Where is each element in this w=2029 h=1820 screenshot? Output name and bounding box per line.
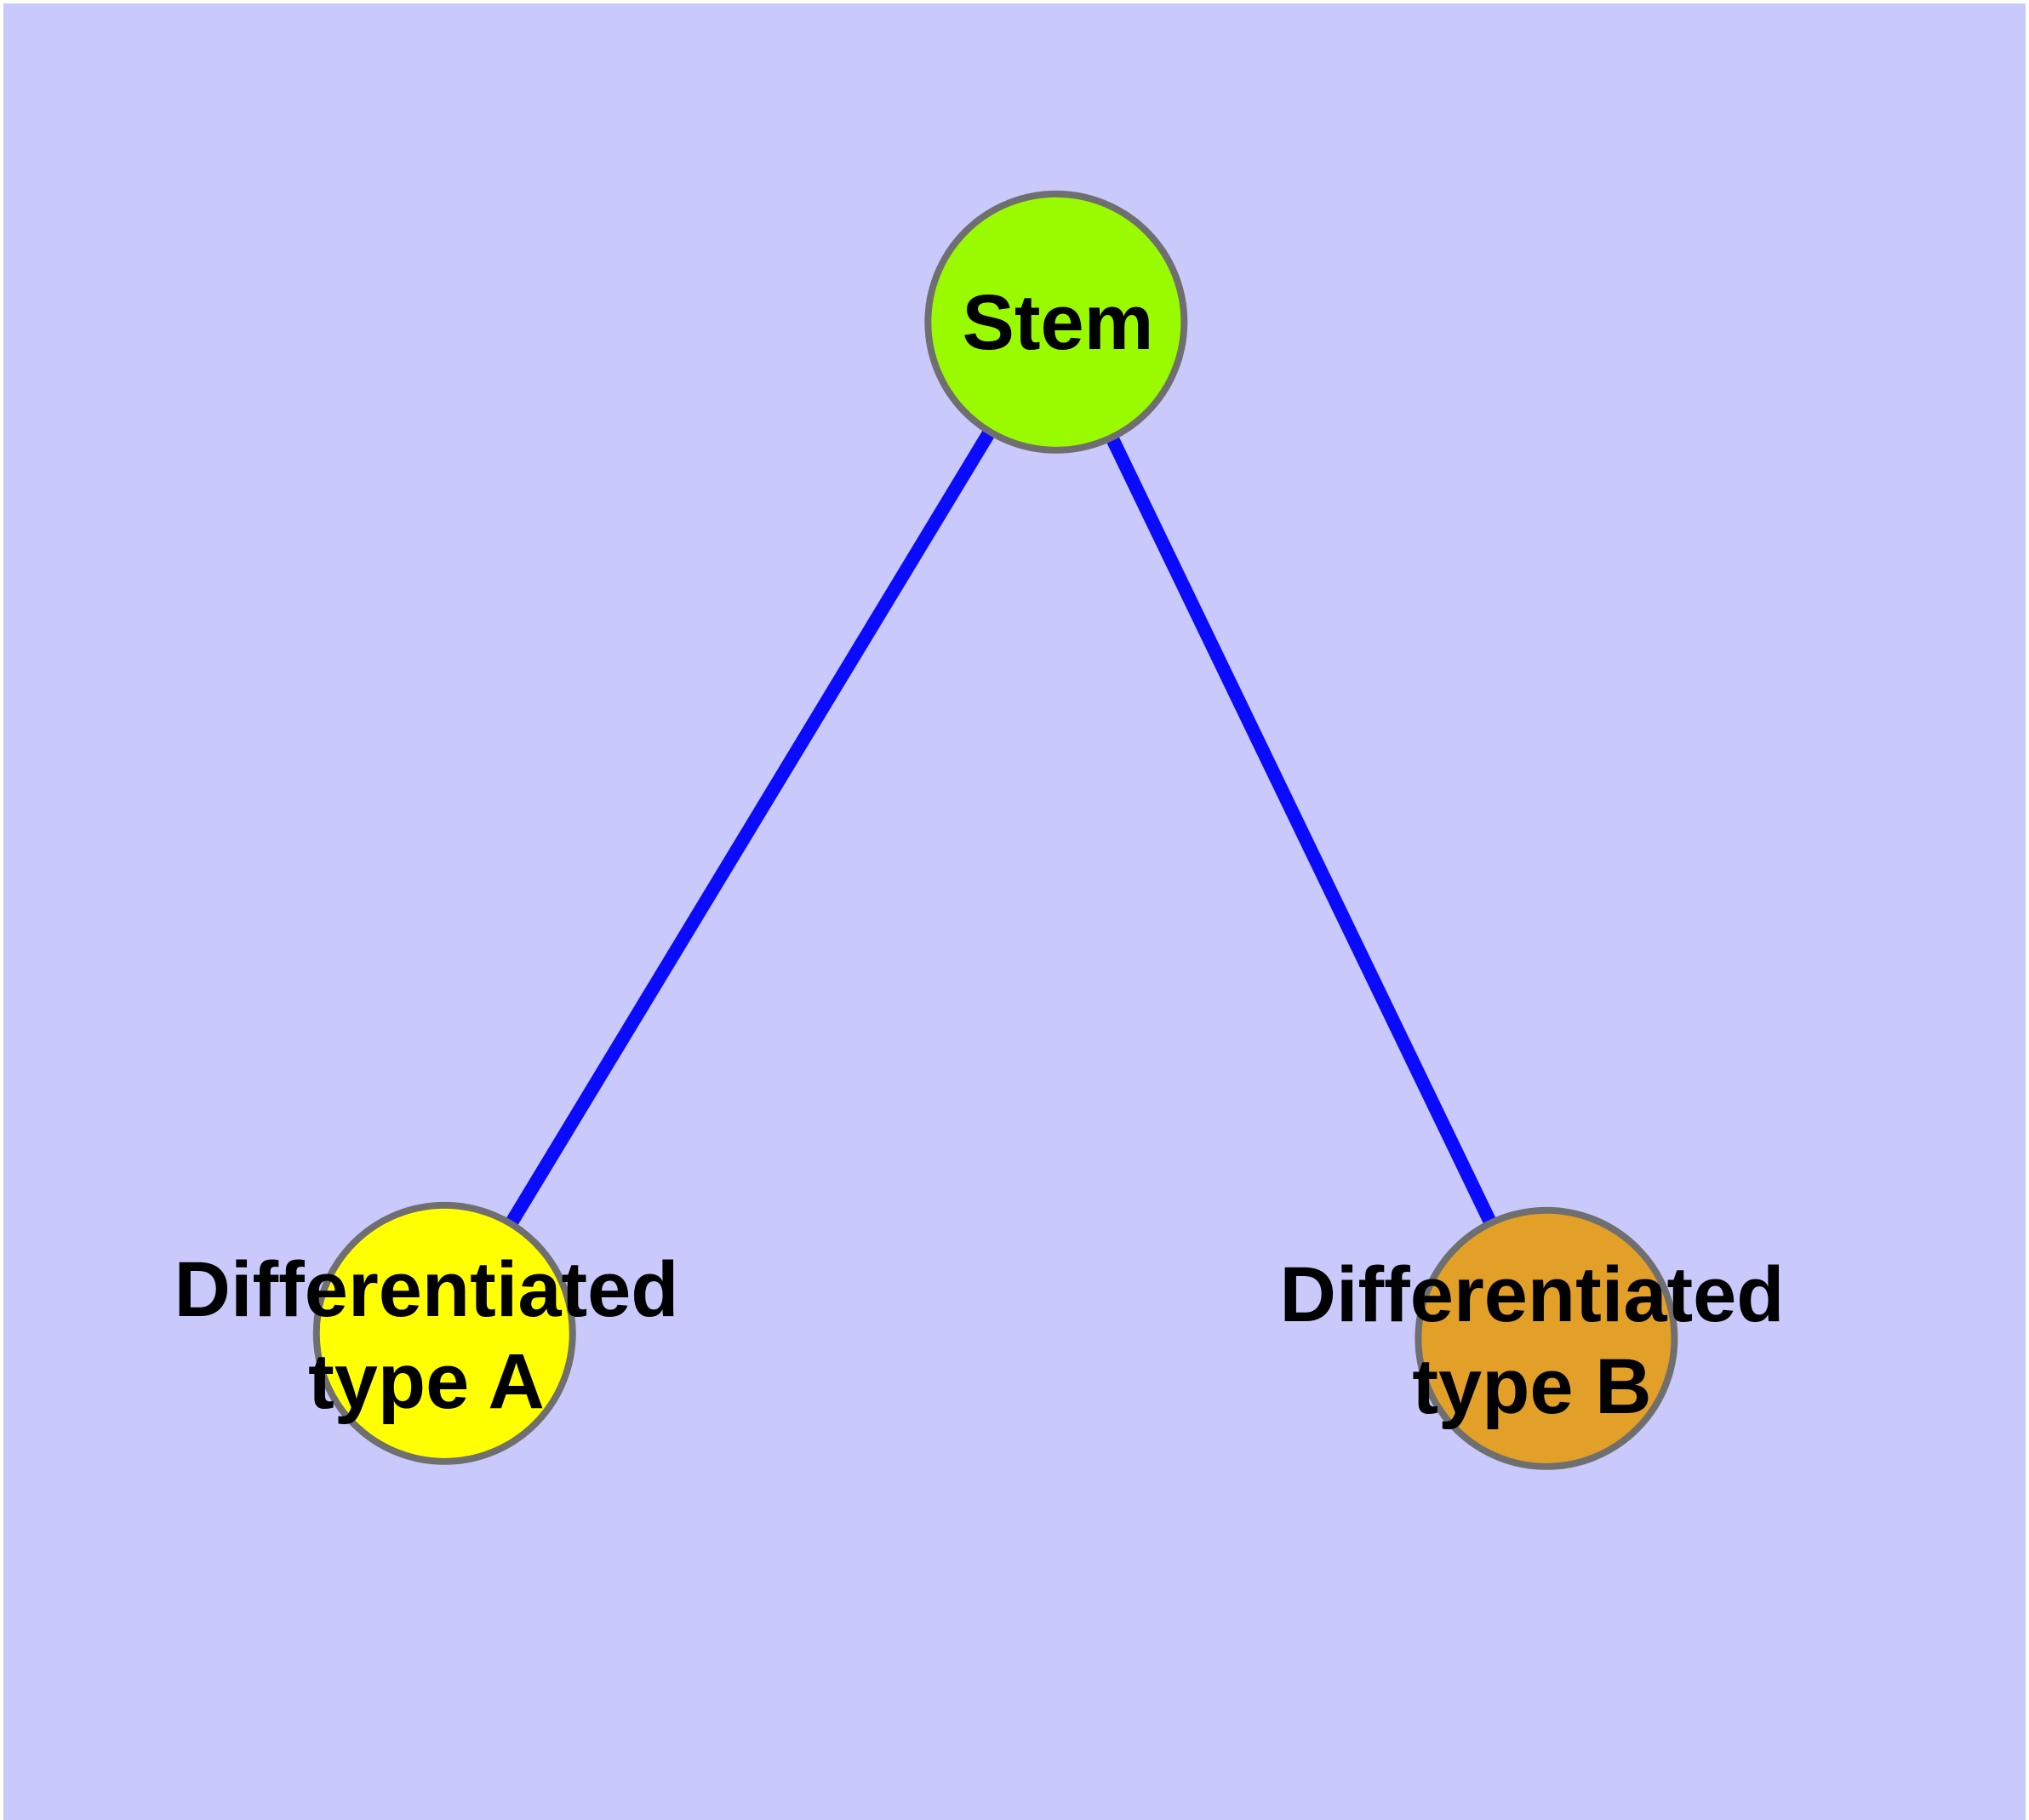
graph-figure (312, 190, 1678, 1470)
node-stem-label: Stem (963, 277, 1154, 369)
node-type-a-label-line-1: Differentiated (174, 1246, 679, 1333)
node-stem-circle (924, 190, 1188, 454)
node-type-b-label-line-1: Differentiated (1279, 1251, 1785, 1338)
node-type-b-label-line-2: type B (1412, 1343, 1652, 1430)
node-type-a-label-line-2: type A (308, 1338, 545, 1425)
node-type-a-circle (312, 1201, 576, 1465)
edge-stem-to-type-a (438, 318, 1062, 1337)
node-type-b-circle (1415, 1206, 1678, 1470)
node-type-b-label: Differentiated type B (1280, 1249, 1785, 1433)
node-type-a-label: Differentiated type A (174, 1244, 679, 1428)
edge-stem-to-type-b (1049, 318, 1553, 1342)
node-stem-label-line: Stem (962, 279, 1154, 366)
